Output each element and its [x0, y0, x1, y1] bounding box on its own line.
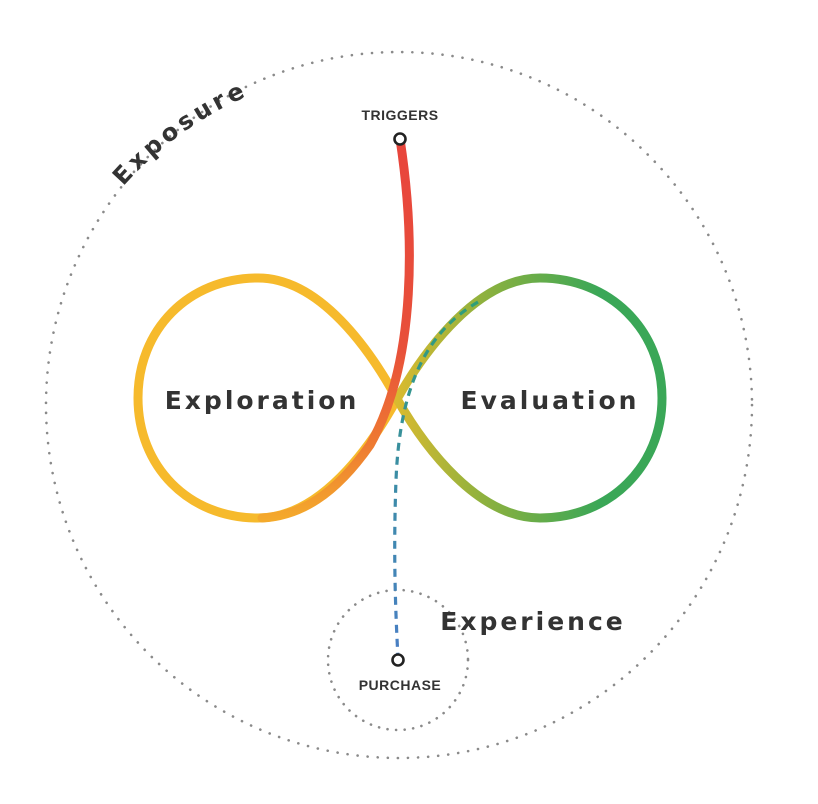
- experience-circle: [326, 588, 470, 732]
- exposure-label: Exposure: [107, 75, 252, 190]
- triggers-label: TRIGGERS: [361, 107, 438, 123]
- exposure-circle: [44, 50, 754, 760]
- evaluation-label: Evaluation: [461, 386, 640, 415]
- experience-label: Experience: [440, 607, 625, 636]
- evaluation-loop: [392, 273, 667, 523]
- trigger-path: [257, 134, 414, 523]
- purchase-path: [393, 300, 479, 659]
- purchase-node: [391, 653, 405, 667]
- trigger-node: [393, 132, 407, 146]
- purchase-label: PURCHASE: [359, 677, 442, 693]
- exploration-label: Exploration: [165, 386, 360, 415]
